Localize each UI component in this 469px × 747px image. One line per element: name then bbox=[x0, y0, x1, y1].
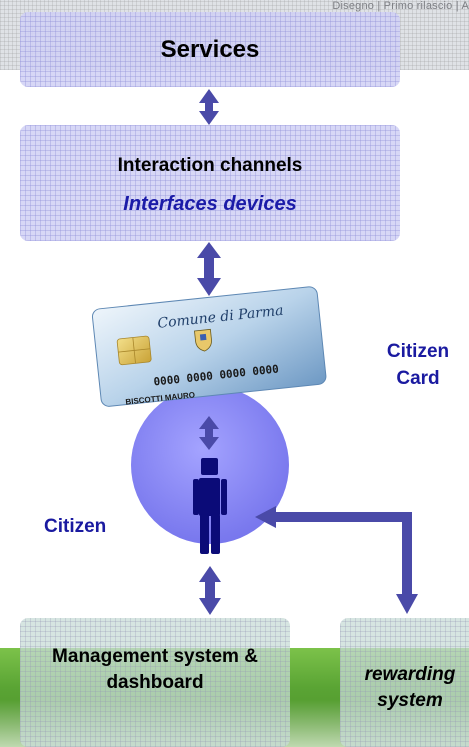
citizen-card-image: Comune di Parma 0000 0000 0000 0000 BISC… bbox=[91, 286, 327, 407]
interaction-channels-box: Interaction channels Interfaces devices bbox=[20, 125, 400, 241]
management-system-box: Management system & dashboard bbox=[20, 618, 290, 747]
citizen-label: Citizen bbox=[44, 516, 107, 537]
arrow-card-citizen bbox=[199, 416, 219, 450]
arrow-services-interaction bbox=[199, 89, 219, 125]
services-box: Services bbox=[20, 12, 400, 87]
arrow-citizen-management bbox=[199, 566, 221, 615]
rewarding-system-label: rewarding system bbox=[364, 664, 456, 711]
interfaces-devices-label: Interfaces devices bbox=[123, 193, 297, 215]
header-strip-text: Disegno | Primo rilascio | A bbox=[332, 0, 469, 12]
services-label: Services bbox=[160, 36, 260, 63]
citizen-card-label: Citizen Card bbox=[386, 341, 450, 389]
management-system-label: Management system & dashboard bbox=[52, 646, 258, 693]
rewarding-system-box: rewarding system bbox=[340, 618, 469, 747]
interaction-channels-label: Interaction channels bbox=[117, 155, 303, 176]
arrow-citizen-rewarding bbox=[255, 506, 418, 614]
citizen-person-icon bbox=[193, 458, 227, 554]
arrow-interaction-card bbox=[197, 242, 221, 296]
